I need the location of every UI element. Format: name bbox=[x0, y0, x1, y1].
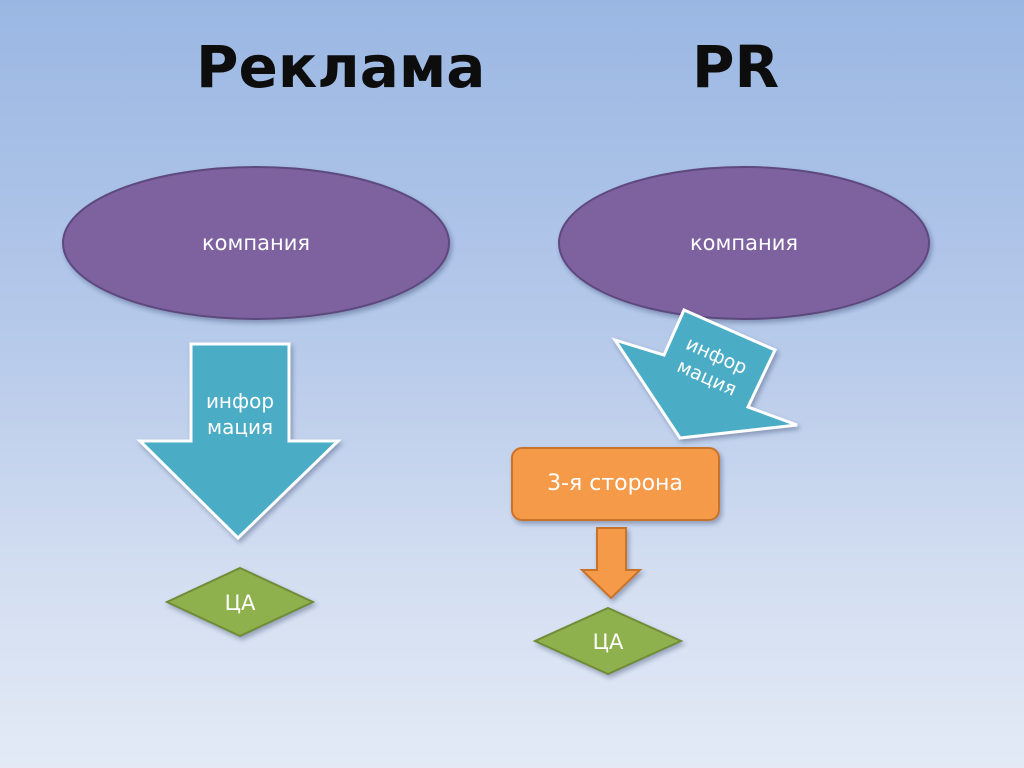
left-audience-label: ЦА bbox=[225, 591, 256, 615]
title-pr: PR bbox=[692, 33, 780, 101]
left-information-arrow: инфор мация bbox=[136, 342, 342, 541]
left-company-label: компания bbox=[202, 231, 310, 255]
left-audience-node: ЦА bbox=[164, 566, 316, 638]
right-company-node: компания bbox=[558, 166, 930, 320]
right-company-label: компания bbox=[690, 231, 798, 255]
right-audience-node: ЦА bbox=[532, 606, 684, 676]
title-advertising: Реклама bbox=[196, 33, 486, 101]
left-company-node: компания bbox=[62, 166, 450, 320]
third-party-label: 3-я сторона bbox=[547, 471, 683, 496]
right-information-arrow: инфор мация bbox=[611, 308, 798, 440]
right-audience-label: ЦА bbox=[593, 630, 624, 654]
third-party-to-audience-arrow bbox=[579, 527, 643, 600]
left-info-line1: инфор bbox=[206, 389, 274, 413]
third-party-node: 3-я сторона bbox=[511, 447, 720, 521]
left-info-line2: мация bbox=[207, 415, 273, 439]
